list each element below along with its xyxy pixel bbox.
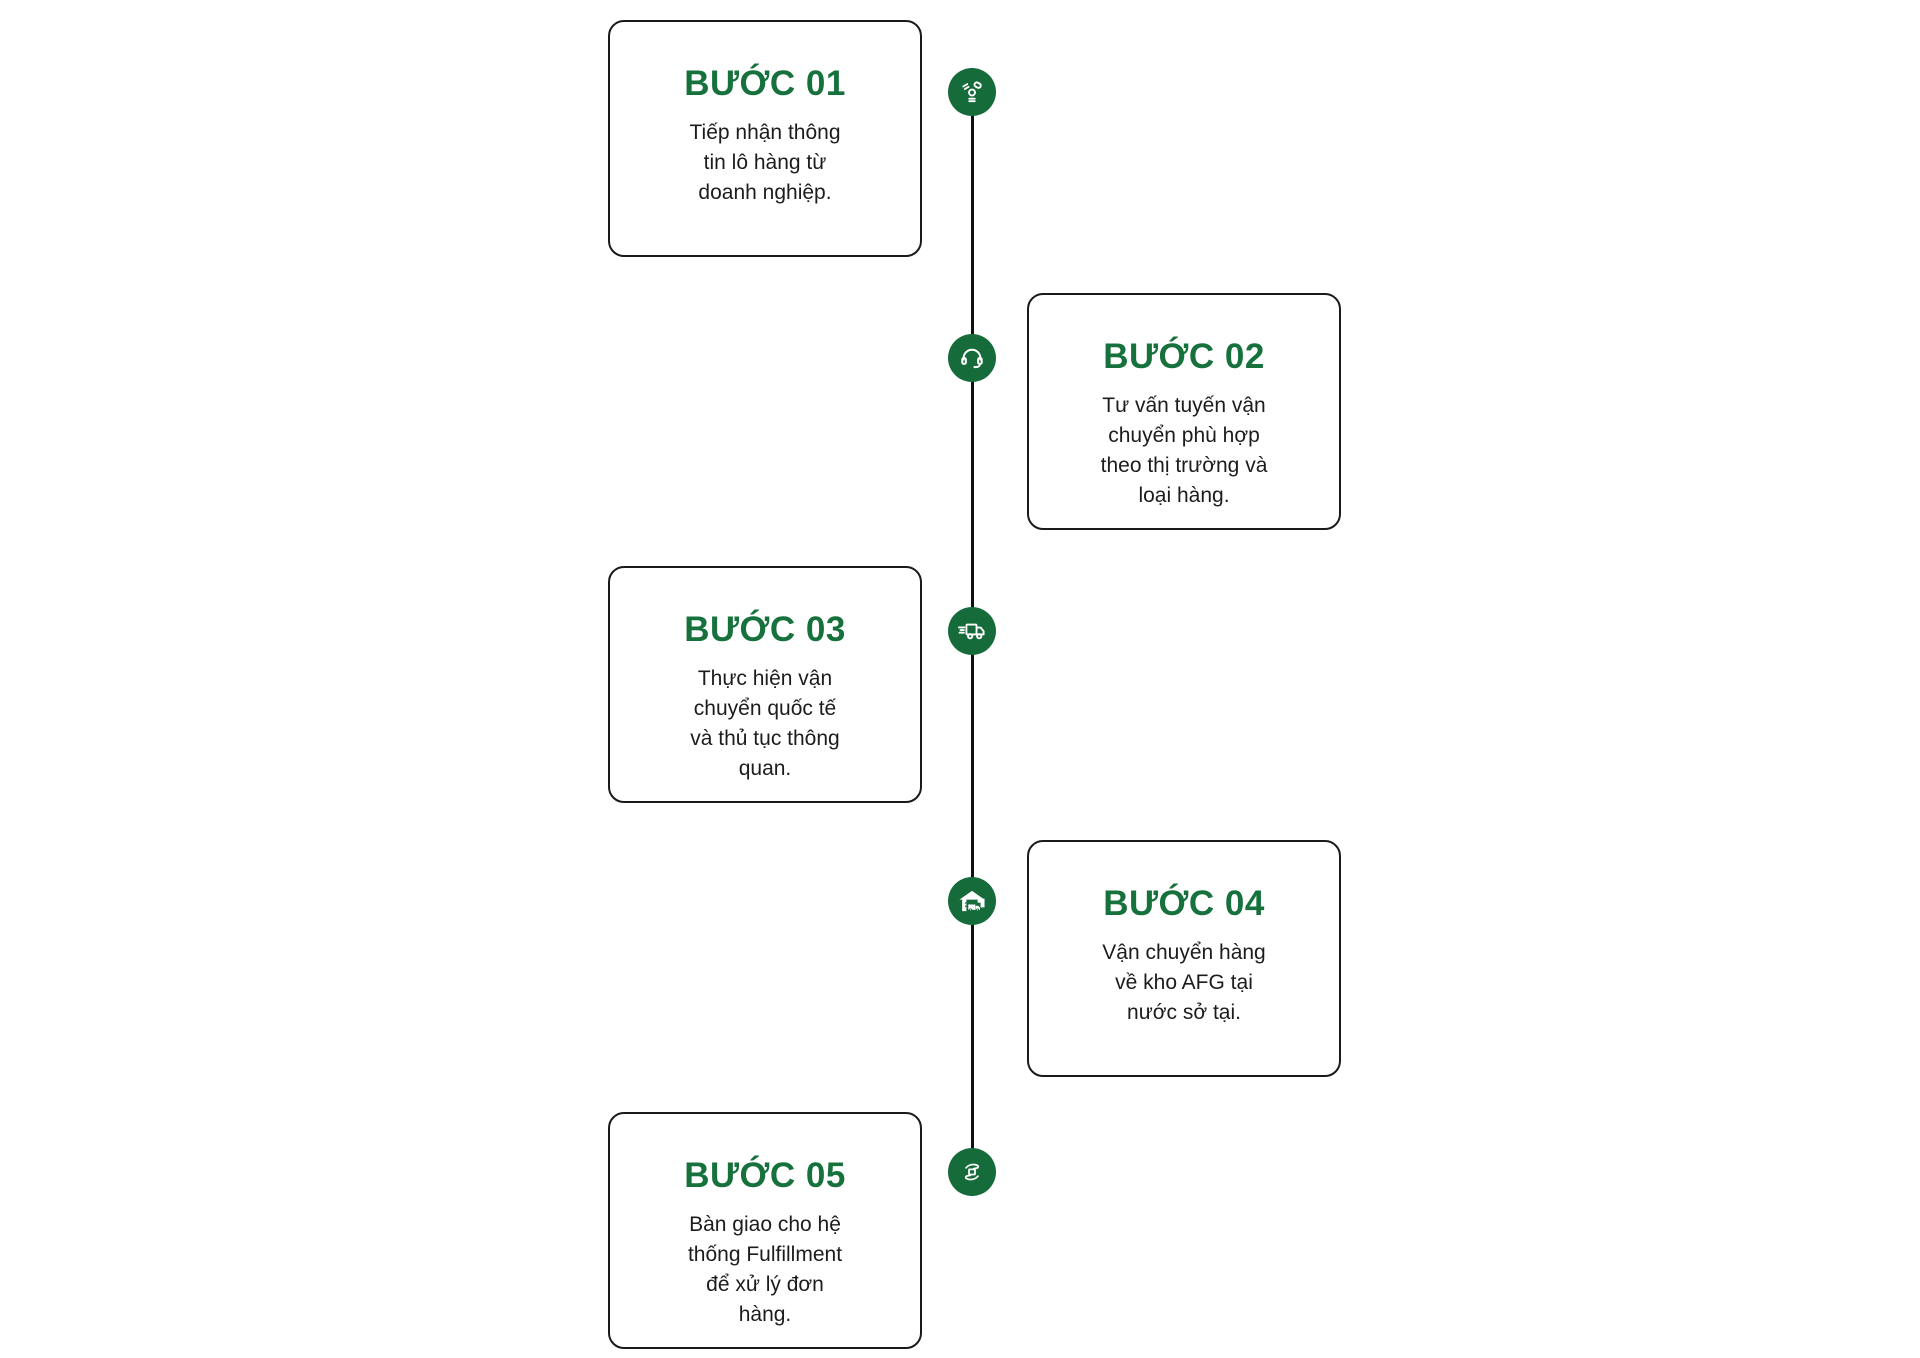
step-title: BƯỚC 03 <box>684 610 846 649</box>
step-description: Tư vấn tuyến vận chuyển phù hợp theo thị… <box>1100 394 1268 507</box>
step-card-1: BƯỚC 01 Tiếp nhận thông tin lô hàng từ d… <box>608 20 922 257</box>
fast-delivery-truck-icon <box>948 607 996 655</box>
step-title: BƯỚC 02 <box>1103 337 1265 376</box>
step-description: Thực hiện vận chuyển quốc tế và thủ tục … <box>690 667 840 780</box>
step-description: Vận chuyển hàng về kho AFG tại nước sở t… <box>1102 941 1266 1024</box>
step-card-2: BƯỚC 02 Tư vấn tuyến vận chuyển phù hợp … <box>1027 293 1341 530</box>
step-description: Tiếp nhận thông tin lô hàng từ doanh ngh… <box>689 121 841 204</box>
step-card-5: BƯỚC 05 Bàn giao cho hệ thống Fulfillmen… <box>608 1112 922 1349</box>
handover-box-icon <box>948 1148 996 1196</box>
step-card-4: BƯỚC 04 Vận chuyển hàng về kho AFG tại n… <box>1027 840 1341 1077</box>
step-description: Bàn giao cho hệ thống Fulfillment để xử … <box>687 1213 843 1326</box>
step-title: BƯỚC 04 <box>1103 884 1265 923</box>
hub-signal-icon <box>948 68 996 116</box>
step-title: BƯỚC 05 <box>684 1156 846 1195</box>
step-card-3: BƯỚC 03 Thực hiện vận chuyển quốc tế và … <box>608 566 922 803</box>
headset-icon <box>948 334 996 382</box>
warehouse-truck-icon <box>948 877 996 925</box>
step-title: BƯỚC 01 <box>684 64 846 103</box>
